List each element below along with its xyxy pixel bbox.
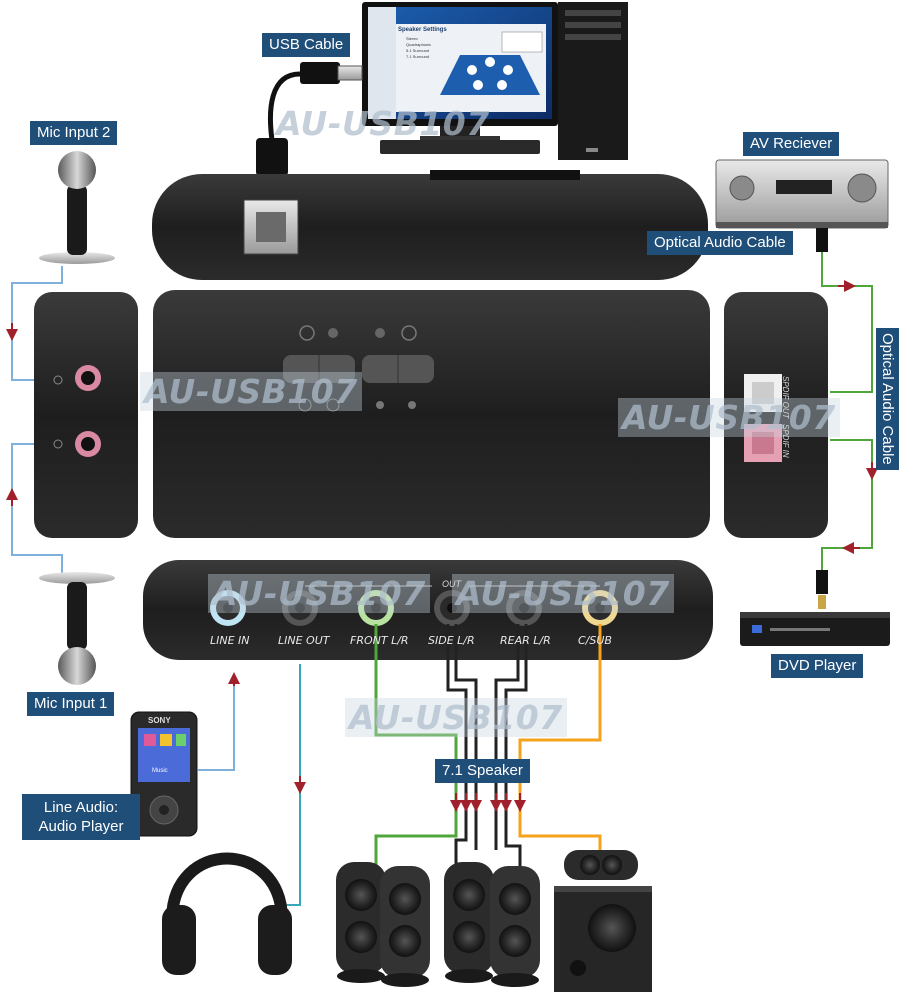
jack-csub bbox=[582, 590, 618, 626]
monitor-option: 5.1 Surround bbox=[406, 48, 430, 53]
port-label-rear: REAR L/R bbox=[500, 634, 551, 647]
optical-cable-label-top: Optical Audio Cable bbox=[647, 231, 793, 255]
watermark: AU-USB107 bbox=[618, 398, 840, 437]
watermark: AU-USB107 bbox=[345, 698, 567, 737]
usb-cable-label: USB Cable bbox=[262, 33, 351, 57]
port-label-line-in: LINE IN bbox=[210, 634, 250, 647]
watermark: AU-USB107 bbox=[140, 372, 362, 411]
jack-front bbox=[358, 590, 394, 626]
headphones bbox=[162, 852, 292, 975]
av-receiver-label: AV Reciever bbox=[743, 132, 840, 156]
mp3-player bbox=[130, 711, 198, 837]
optical-cable-label-side: Optical Audio Cable bbox=[876, 328, 899, 470]
watermark: AU-USB107 bbox=[276, 104, 490, 143]
device-front-panel bbox=[153, 290, 710, 538]
monitor-options: Stereo Quadraphonic 5.1 Surround 7.1 Sur… bbox=[406, 36, 431, 60]
watermark: AU-USB107 bbox=[208, 574, 430, 613]
speaker-2 bbox=[380, 866, 430, 987]
speaker-cables bbox=[374, 624, 602, 870]
line-out-cable bbox=[280, 664, 301, 906]
spdif-in-label: SPDIF IN bbox=[781, 424, 790, 458]
device-left-side bbox=[34, 292, 138, 538]
device-right-side bbox=[724, 292, 828, 538]
port-label-csub: C/SUB bbox=[578, 634, 612, 647]
mic-input-2-label: Mic Input 2 bbox=[30, 121, 118, 145]
mic-input-1-label: Mic Input 1 bbox=[27, 692, 115, 716]
watermark: AU-USB107 bbox=[452, 574, 674, 613]
spdif-out-label: SPDIF OUT bbox=[781, 376, 790, 419]
speaker-1 bbox=[336, 862, 386, 983]
mp3-brand: SONY bbox=[148, 716, 171, 725]
jack-side bbox=[434, 590, 470, 626]
microphone-2 bbox=[39, 151, 115, 264]
microphone-1 bbox=[39, 572, 115, 685]
speakers bbox=[336, 850, 652, 992]
speaker-71-label: 7.1 Speaker bbox=[435, 759, 530, 783]
mic-cables bbox=[11, 266, 63, 574]
monitor-option: 7.1 Surround bbox=[406, 54, 430, 59]
line-audio-label: Line Audio: Audio Player bbox=[22, 794, 140, 840]
usb-cable bbox=[256, 62, 363, 199]
dvd-player-label: DVD Player bbox=[771, 654, 864, 678]
optical-cables bbox=[821, 240, 873, 578]
subwoofer bbox=[554, 886, 652, 992]
port-label-front: FRONT L/R bbox=[350, 634, 409, 647]
port-label-side: SIDE L/R bbox=[428, 634, 475, 647]
speaker-arrows bbox=[450, 793, 526, 812]
line-in-cable bbox=[198, 676, 235, 771]
speaker-4 bbox=[490, 866, 540, 987]
monitor-option: Stereo bbox=[406, 36, 418, 41]
jack-line-out bbox=[282, 590, 318, 626]
computer-tower bbox=[558, 2, 628, 160]
monitor-option: Quadraphonic bbox=[406, 42, 432, 47]
device-top-view bbox=[152, 170, 708, 280]
jack-rear bbox=[506, 590, 542, 626]
dvd-player bbox=[740, 612, 890, 646]
port-label-line-out: LINE OUT bbox=[278, 634, 330, 647]
device-output-panel bbox=[143, 560, 713, 660]
mp3-screen-text: Music bbox=[152, 768, 168, 774]
jack-line-in bbox=[210, 590, 246, 626]
speaker-3 bbox=[444, 862, 494, 983]
computer-monitor bbox=[362, 2, 558, 154]
av-receiver bbox=[715, 159, 889, 229]
center-speaker bbox=[564, 850, 638, 880]
out-group-label: OUT bbox=[442, 579, 461, 589]
monitor-window-title: Speaker Settings bbox=[398, 27, 447, 33]
